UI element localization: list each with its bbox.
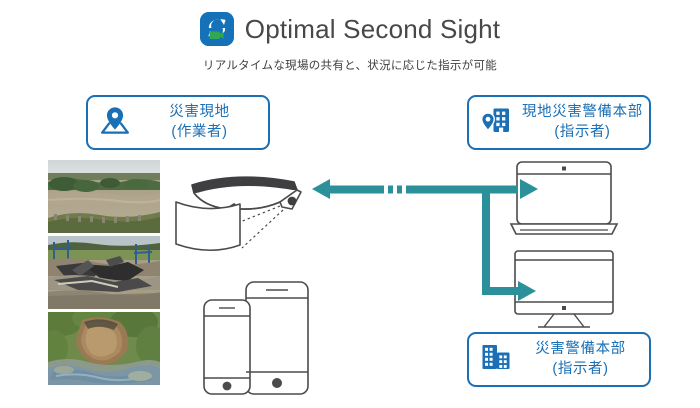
label-box-site-text: 災害現地 (作業者) bbox=[141, 103, 258, 142]
brand: Optimal Second Sight bbox=[199, 12, 501, 46]
label-box-hq[interactable]: 災害警備本部 (指示者) bbox=[467, 332, 651, 387]
smart-glasses-illustration bbox=[166, 166, 308, 262]
photo-collapsed-road bbox=[48, 236, 160, 309]
label-box-hq-text: 災害警備本部 (指示者) bbox=[522, 340, 639, 379]
label-box-local-hq-line2: (指示者) bbox=[554, 123, 611, 140]
subtitle: リアルタイムな現場の共有と、状況に応じた指示が可能 bbox=[202, 60, 498, 72]
two-buildings-icon bbox=[479, 340, 513, 379]
label-box-hq-line2: (指示者) bbox=[552, 360, 609, 377]
label-box-local-hq-text: 現地災害警備本部 (指示者) bbox=[522, 103, 643, 142]
label-box-site[interactable]: 災害現地 (作業者) bbox=[86, 95, 270, 150]
connector-arrows bbox=[310, 172, 540, 312]
photo-flooded-river bbox=[48, 160, 160, 233]
bidirectional-dashed-arrow bbox=[312, 179, 538, 199]
label-box-hq-line1: 災害警備本部 bbox=[535, 341, 626, 358]
desktop-monitor-illustration bbox=[500, 248, 628, 332]
page-title: Optimal Second Sight bbox=[244, 14, 501, 44]
label-box-site-line1: 災害現地 bbox=[169, 104, 230, 121]
label-box-site-line2: (作業者) bbox=[171, 123, 228, 140]
laptop-illustration bbox=[500, 158, 628, 242]
label-box-local-hq[interactable]: 現地災害警備本部 (指示者) bbox=[467, 95, 651, 150]
optimal-second-sight-logo-icon bbox=[199, 12, 234, 46]
label-box-local-hq-line1: 現地災害警備本部 bbox=[522, 104, 643, 121]
map-pin-location-icon bbox=[98, 103, 132, 142]
smartphone-and-tablet-illustration bbox=[196, 276, 312, 400]
branch-arrow-down-right bbox=[482, 189, 536, 301]
building-with-pin-icon bbox=[479, 103, 513, 142]
header: Optimal Second Sight リアルタイムな現場の共有と、状況に応じ… bbox=[0, 12, 700, 73]
photo-landslide-erosion bbox=[48, 312, 160, 385]
